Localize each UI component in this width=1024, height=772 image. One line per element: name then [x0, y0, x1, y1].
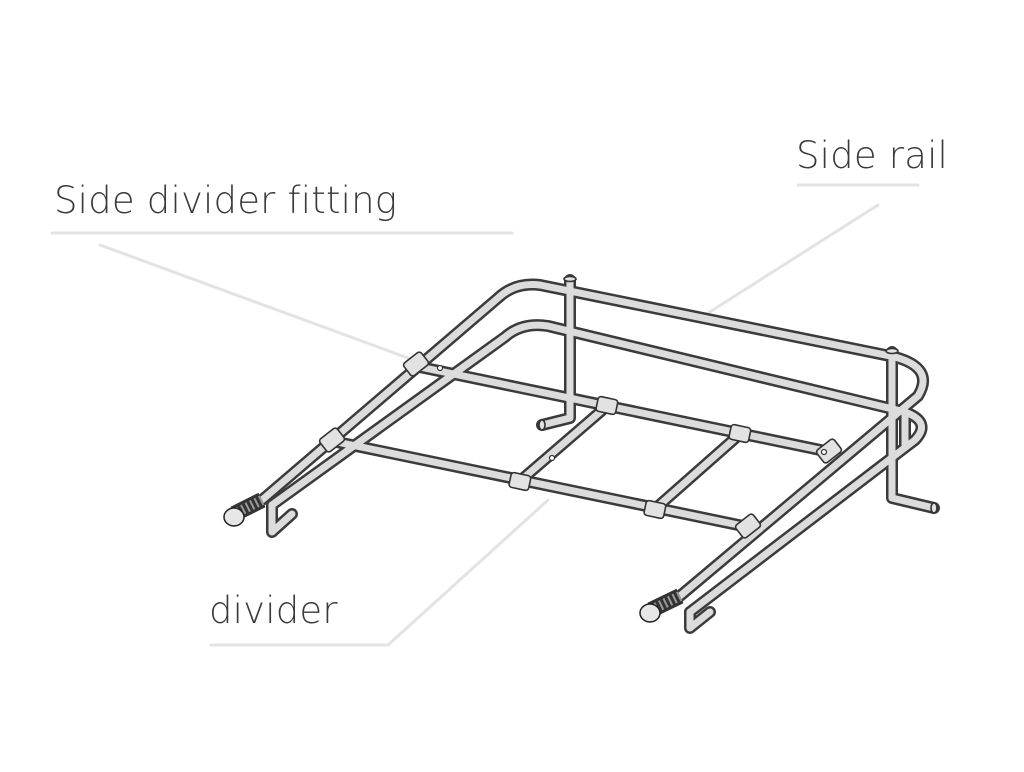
leader-lines	[50, 183, 920, 647]
post-top	[563, 275, 577, 283]
side-divider-fitting-label: Side divider fitting	[54, 179, 398, 222]
side-divider-fittings	[318, 351, 843, 539]
end-cap-left	[223, 492, 266, 527]
end-cap-right	[639, 588, 684, 623]
rack-frame	[223, 275, 938, 629]
divider-label: divider	[209, 589, 338, 632]
foot-end	[930, 502, 938, 514]
side-rail-leader	[703, 203, 880, 317]
post-top	[885, 347, 899, 355]
divider-fittings	[508, 395, 752, 520]
foot-end	[538, 419, 546, 431]
fitting-leader	[98, 243, 410, 360]
side-rail-label: Side rail	[796, 134, 949, 177]
divider-leader	[209, 498, 550, 647]
